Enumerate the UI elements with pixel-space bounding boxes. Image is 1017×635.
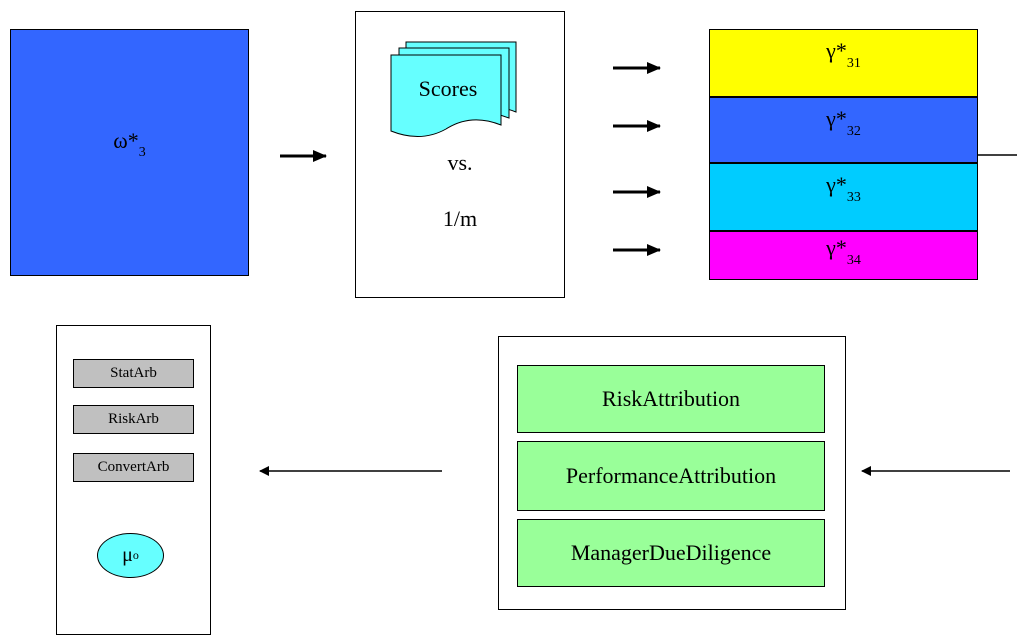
gamma-34-block: γ*34 — [709, 231, 978, 280]
inverse-m-label: 1/m — [442, 206, 478, 231]
versus-label: vs. — [447, 150, 473, 175]
scores-label: Scores — [418, 76, 478, 101]
omega-block — [10, 29, 249, 276]
document-stack-icon — [390, 41, 517, 137]
strategy-riskarb: RiskArb — [73, 405, 194, 434]
gamma-32-block: γ*32 — [709, 97, 978, 163]
risk-attribution-box: RiskAttribution — [517, 365, 825, 433]
gamma-33-block: γ*33 — [709, 163, 978, 231]
strategy-convertarb: ConvertArb — [73, 453, 194, 482]
manager-due-diligence-box: ManagerDueDiligence — [517, 519, 825, 587]
gamma-31-block: γ*31 — [709, 29, 978, 97]
omega-label: ω*3 — [113, 128, 146, 160]
diagram-connectors — [259, 41, 1017, 476]
strategy-statarb: StatArb — [73, 359, 194, 388]
performance-attribution-box: PerformanceAttribution — [517, 441, 825, 511]
